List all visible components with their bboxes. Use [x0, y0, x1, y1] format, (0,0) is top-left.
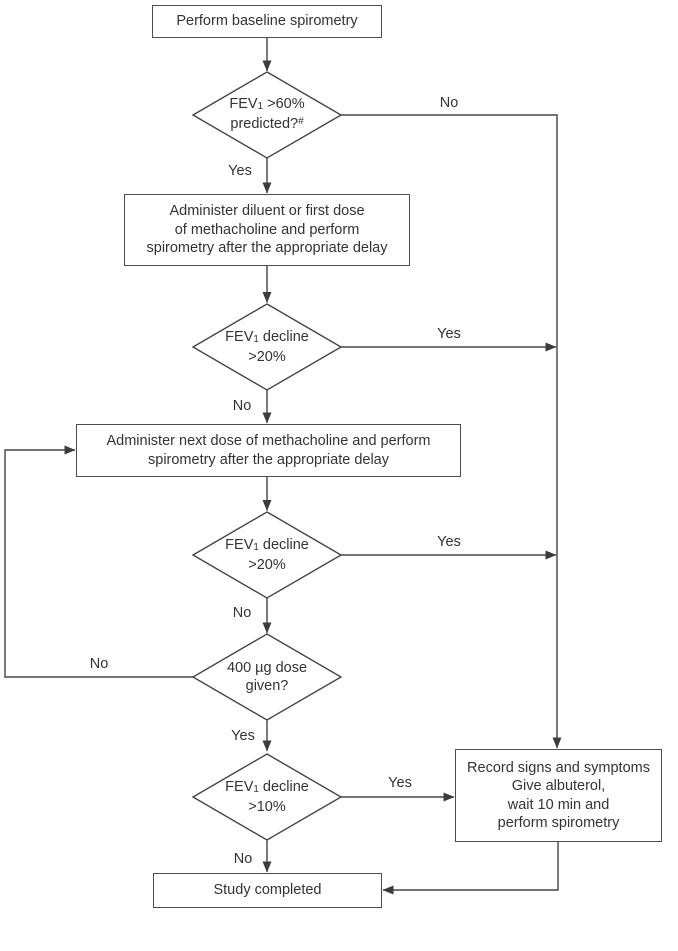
fev-subscript: 1 — [253, 542, 259, 554]
node-line: Administer diluent or first dose — [169, 203, 365, 220]
node-administer-next-dose: Administer next dose of methacholine and… — [76, 424, 461, 477]
node-line: Give albuterol, — [511, 778, 606, 794]
diamond-text-decline10: FEV1 decline >10% — [225, 779, 309, 815]
diamond-text-dose400: 400 µg dose given? — [226, 660, 308, 694]
edge-label-yes-decline20b: Yes — [437, 534, 461, 550]
diamond-dose400 — [191, 633, 343, 721]
node-line: perform spirometry — [497, 815, 620, 831]
diamond-decline20a — [191, 303, 343, 391]
edge-label-no-decline20a: No — [232, 398, 252, 414]
diamond-fev60 — [191, 71, 343, 159]
edge-label-yes-decline20a: Yes — [437, 326, 461, 342]
edge-label-yes-decline10: Yes — [388, 775, 412, 791]
diamond-decline10 — [191, 753, 343, 841]
edge-label-no-fev60: No — [439, 95, 459, 111]
fev-subscript: 1 — [257, 101, 264, 113]
node-label: Study completed — [213, 882, 322, 899]
node-line: Administer next dose of methacholine and… — [106, 433, 431, 449]
edge-label-no-decline20b: No — [232, 605, 252, 621]
node-administer-diluent-first-dose: Administer diluent or first dose of meth… — [124, 194, 410, 266]
node-label: Perform baseline spirometry — [176, 13, 358, 30]
node-study-completed: Study completed — [153, 873, 382, 908]
edge-fev60-no-rail — [341, 114, 562, 749]
fev-subscript: 1 — [253, 334, 259, 346]
node-line: wait 10 min and — [507, 796, 610, 813]
diamond-text-decline20a: FEV1 decline >20% — [225, 329, 309, 365]
node-line: spirometry after the appropriate delay — [146, 240, 388, 257]
node-perform-baseline-spirometry: Perform baseline spirometry — [152, 5, 382, 38]
node-record-signs-symptoms: Record signs and symptoms Give albuterol… — [455, 749, 662, 842]
edge-label-yes-dose400: Yes — [231, 728, 255, 744]
node-line: Record signs and symptoms — [467, 759, 650, 776]
edge-label-no-dose400: No — [89, 656, 109, 672]
node-line: of methacholine and perform — [174, 221, 360, 238]
edge-label-no-decline10: No — [233, 851, 253, 867]
footnote-marker: # — [298, 115, 304, 127]
fev-subscript: 1 — [253, 784, 259, 796]
node-line: spirometry after the appropriate delay — [148, 451, 389, 468]
diamond-text-decline20b: FEV1 decline >20% — [225, 537, 309, 573]
edge-label-yes-fev60: Yes — [228, 163, 252, 179]
diamond-decline20b — [191, 511, 343, 599]
edge-dose400-no-loop — [4, 445, 193, 678]
diamond-text-fev60: FEV1 >60% predicted?# — [229, 96, 305, 132]
edge-record-to-study — [382, 842, 559, 895]
